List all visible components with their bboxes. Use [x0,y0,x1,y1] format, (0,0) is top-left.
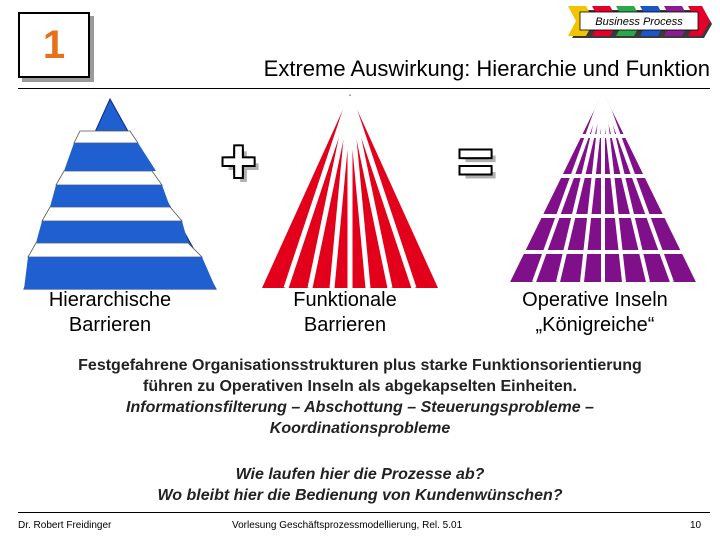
hierarchy-pyramid-icon [23,97,217,290]
footer-author: Dr. Robert Freidinger [18,520,112,531]
body-text-line: Informationsfilterung – Abschottung – St… [126,399,594,416]
caption-line: Hierarchische [48,289,172,311]
function-pyramid-icon [262,94,438,289]
page-number: 10 [690,520,702,531]
header-divider [18,88,710,89]
caption-functional: Funktionale Barrieren [250,288,440,338]
badge-label: Business Process [595,16,683,28]
caption-line: Funktionale [293,289,397,311]
caption-line: Barrieren [303,314,387,336]
caption-line: Barrieren [68,314,152,336]
caption-line: Operative Inseln [522,289,668,311]
caption-operative-islands: Operative Inseln „Königreiche“ [490,288,700,338]
equals-sign: = [458,128,494,195]
question-text: Wie laufen hier die Prozesse ab? [235,466,485,483]
body-text-line: Festgefahrene Organisationsstrukturen pl… [78,357,642,374]
slide-number: 1 [42,22,66,67]
footer-course: Vorlesung Geschäftsprozessmodellierung, … [232,520,463,531]
slide-title: Extreme Auswirkung: Hierarchie und Funkt… [263,56,710,81]
body-text-line: Koordinationsprobleme [269,420,451,437]
caption-line: „Königreiche“ [535,314,655,336]
operative-islands-icon [510,92,696,282]
footer-divider [18,512,710,513]
slide-number-box: 1 [18,12,90,78]
business-process-badge: Business Process [568,6,712,38]
plus-sign: + [221,128,257,195]
question-text: Wo bleibt hier die Bedienung von Kundenw… [157,487,563,504]
body-text-line: führen zu Operativen Inseln als abgekaps… [143,378,577,395]
caption-hierarchical: Hierarchische Barrieren [15,288,205,338]
